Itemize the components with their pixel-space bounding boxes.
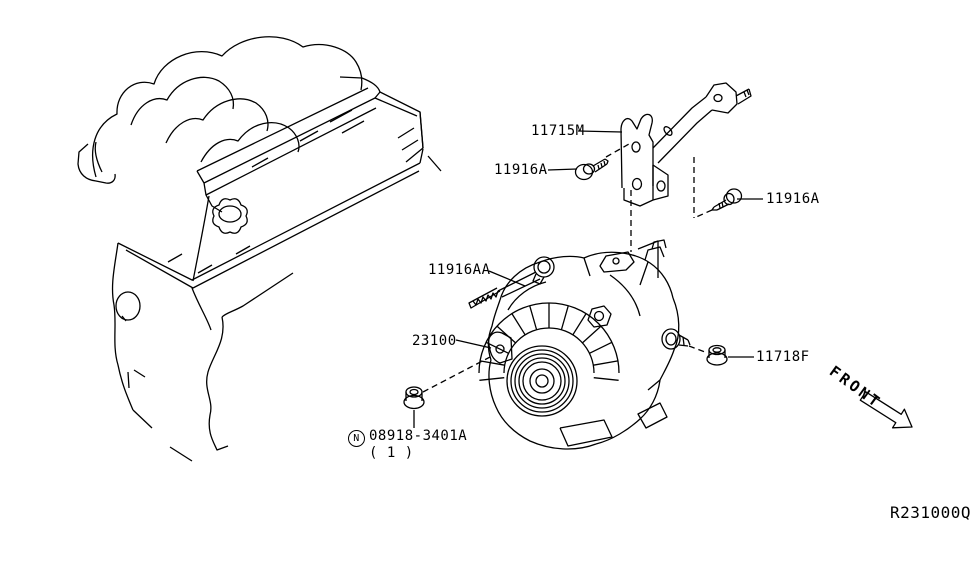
nut-rear-illustration — [706, 344, 728, 366]
assembly-dashed-lines — [422, 143, 713, 393]
circled-n-icon: N — [348, 430, 365, 447]
engine-illustration — [77, 36, 442, 462]
diagram-reference-code: R231000Q — [890, 503, 972, 522]
part-label-bolt-long: 11916AA — [428, 262, 491, 278]
nut-front-number: 08918-3401A — [369, 428, 468, 444]
bolt-upper-left-illustration — [574, 158, 609, 181]
front-arrow-icon — [859, 391, 913, 429]
part-label-alternator: 23100 — [412, 333, 457, 349]
nut-front-illustration — [403, 386, 425, 410]
callout-leader-lines — [413, 130, 763, 428]
part-label-bolt-upper-right: 11916A — [766, 191, 820, 207]
nut-front-quantity: ( 1 ) — [369, 445, 414, 461]
part-label-nut-front: N 08918-3401A — [348, 428, 468, 447]
part-label-bracket: 11715M — [531, 123, 585, 139]
assembly-corner-lines — [637, 240, 659, 278]
bracket-illustration — [620, 82, 752, 207]
part-label-bolt-upper-left: 11916A — [494, 162, 548, 178]
alternator-illustration — [478, 239, 691, 450]
part-label-nut-rear: 11718F — [756, 349, 810, 365]
